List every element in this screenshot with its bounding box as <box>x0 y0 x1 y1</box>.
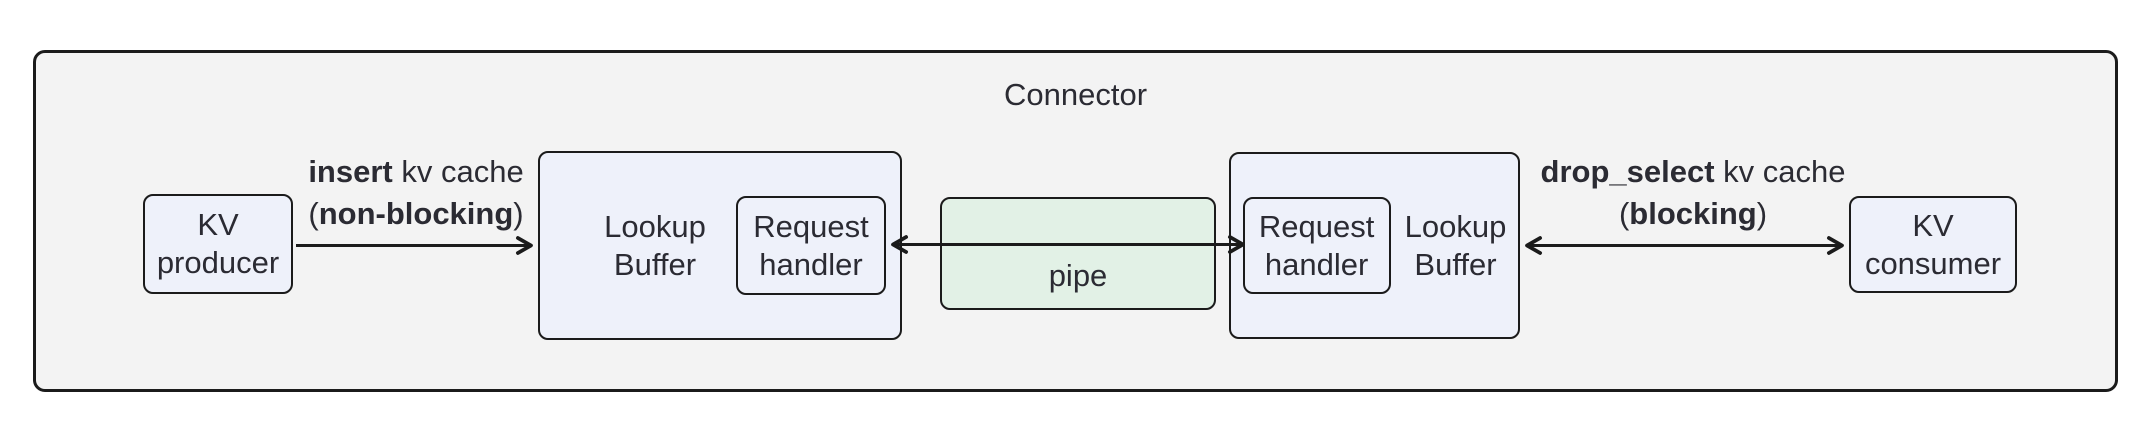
kv-consumer-label-line2: consumer <box>1864 245 2002 281</box>
insert-open-paren: ( <box>308 196 319 231</box>
kv-consumer-label-line1: KV <box>1912 207 1954 243</box>
drop-select-rest: kv cache <box>1714 154 1846 189</box>
insert-verb: insert <box>308 154 393 189</box>
request-handler-right-line1: Request <box>1258 208 1375 244</box>
lookup-buffer-right-node: Request handler Lookup Buffer <box>1229 152 1520 339</box>
request-handler-left-line2: handler <box>759 246 863 282</box>
request-handler-left-node: Request handler <box>736 196 886 295</box>
connector-title: Connector <box>1003 77 1148 112</box>
request-handler-right-line2: handler <box>1264 246 1369 282</box>
kv-producer-label-line2: producer <box>156 245 280 280</box>
drop-select-mode: blocking <box>1629 196 1757 231</box>
lookup-buffer-right-line2: Buffer <box>1414 246 1497 282</box>
lookup-buffer-left-label: Lookup Buffer <box>554 208 722 284</box>
drop-select-open-paren: ( <box>1618 196 1630 231</box>
insert-edge-label-line1: insert kv cache <box>281 151 551 193</box>
insert-edge-label-line2: (non-blocking) <box>281 193 551 235</box>
lookup-buffer-left-line1: Lookup <box>604 208 706 244</box>
kv-producer-label-line1: KV <box>197 207 239 242</box>
drop-select-close-paren: ) <box>1756 196 1768 231</box>
pipe-node: pipe <box>940 197 1216 310</box>
request-handler-right-label: Request handler <box>1259 208 1374 284</box>
insert-close-paren: ) <box>513 196 524 231</box>
drop-select-edge-label-line1: drop_select kv cache <box>1523 151 1863 193</box>
insert-mode: non-blocking <box>318 196 514 231</box>
lookup-buffer-left-line2: Buffer <box>613 246 697 282</box>
lookup-buffer-right-line1: Lookup <box>1404 208 1507 244</box>
insert-edge-label: insert kv cache (non-blocking) <box>281 151 551 235</box>
kv-producer-node: KV producer <box>143 194 293 294</box>
insert-rest: kv cache <box>392 154 524 189</box>
drop-select-edge-label-line2: (blocking) <box>1523 193 1863 235</box>
request-handler-left-line1: Request <box>753 208 869 244</box>
lookup-buffer-right-label: Lookup Buffer <box>1405 208 1507 284</box>
lookup-buffer-left-node: Lookup Buffer Request handler <box>538 151 902 340</box>
request-handler-right-node: Request handler <box>1242 197 1391 294</box>
drop-select-edge-label: drop_select kv cache (blocking) <box>1523 151 1863 235</box>
kv-producer-label: KV producer <box>157 206 279 282</box>
drop-select-verb: drop_select <box>1540 154 1715 189</box>
kv-consumer-label: KV consumer <box>1865 207 2001 283</box>
request-handler-left-label: Request handler <box>753 208 868 284</box>
pipe-label: pipe <box>1048 258 1108 293</box>
kv-consumer-node: KV consumer <box>1849 196 2017 293</box>
